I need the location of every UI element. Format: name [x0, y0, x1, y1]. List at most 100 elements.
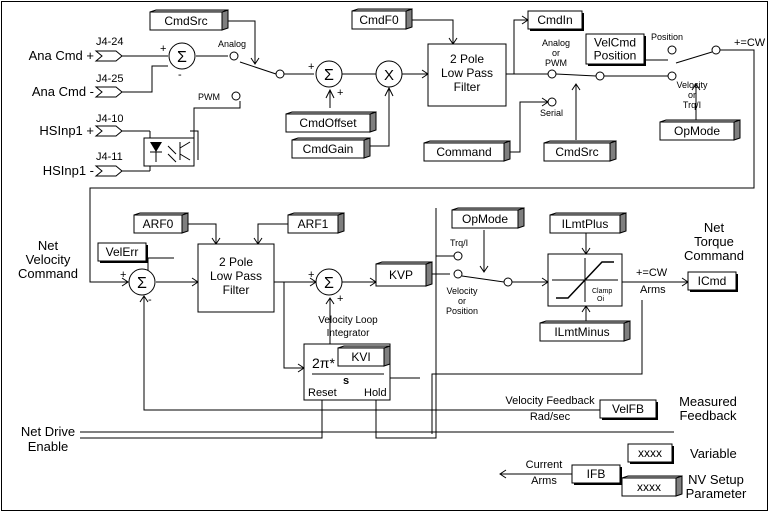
- net-torque-command-3: Command: [684, 248, 744, 263]
- net-velocity-command-2: Velocity: [26, 252, 71, 267]
- optocoupler-icon: [143, 137, 195, 167]
- hold-label: Hold: [364, 387, 387, 399]
- velocity-feedback-1: Velocity Feedback: [505, 395, 595, 407]
- small-labels: Analog PWM Serial Analog or PWM Position…: [198, 32, 766, 316]
- cmdoffset-block-label: CmdOffset: [299, 116, 357, 130]
- icmd-block: ICmd: [687, 271, 738, 292]
- filter-bottom-line2: Low Pass: [210, 269, 262, 283]
- net-velocity-command-3: Command: [18, 266, 78, 281]
- arms-label: Arms: [640, 284, 666, 296]
- sign-plus: +: [308, 269, 314, 281]
- measured-feedback-2: Feedback: [679, 408, 737, 423]
- clamp-block: Clamp Oi: [547, 253, 623, 307]
- filter-top-line2: Low Pass: [441, 66, 493, 80]
- sum-proportional-integral: [315, 268, 343, 296]
- velocity-or-trqi-2: or: [688, 90, 696, 100]
- sign-labels: + - + + + - + +: [120, 43, 343, 306]
- input-connectors: [94, 50, 123, 177]
- integrator-title-2: Integrator: [327, 328, 370, 339]
- filter-bottom: 2 Pole Low Pass Filter: [197, 243, 275, 313]
- velerr-block: VelErr: [97, 242, 148, 263]
- cmdf0-block-label: CmdF0: [359, 13, 399, 27]
- arf0-block: ARF0: [133, 212, 189, 234]
- plus-cw-torque-label: +=CW: [636, 267, 668, 279]
- pin-j4-25: J4-25: [96, 73, 124, 85]
- sum-analog-symbol: Σ: [177, 49, 187, 66]
- kvi-block: KVI: [337, 345, 391, 367]
- legend-variable-sample-label: xxxx: [638, 446, 662, 460]
- sign-minus: -: [178, 69, 182, 81]
- velocity-or-trqi-3: Trq/I: [683, 100, 701, 110]
- switch-contacts: [229, 45, 721, 287]
- clamp-sub-label: Oi: [597, 296, 604, 303]
- cmdgain-block-label: CmdGain: [303, 142, 354, 156]
- kvp-block: KVP: [375, 261, 433, 287]
- cmdsrc-bottom-block-label: CmdSrc: [555, 145, 598, 159]
- legend-variable-sample: xxxx: [627, 443, 674, 464]
- opmode-bottom-block-label: OpMode: [462, 212, 508, 226]
- velocity-or-position-2: or: [458, 296, 466, 306]
- velocity-or-position-1: Velocity: [446, 286, 478, 296]
- command-block: Command: [423, 140, 511, 162]
- ana-cmd-plus-label: Ana Cmd +: [29, 48, 94, 63]
- multiplier-junction: [375, 60, 403, 88]
- pwm-label: PWM: [198, 92, 220, 102]
- sign-minus: -: [148, 294, 152, 306]
- sign-plus: +: [120, 269, 126, 281]
- sum-offset-symbol: Σ: [324, 67, 334, 84]
- velfb-block: VelFB: [599, 399, 658, 420]
- plus-cw-label: +=CW: [734, 37, 766, 49]
- opmode-top-block-label: OpMode: [674, 124, 720, 138]
- net-drive-enable-line2: Enable: [28, 439, 68, 454]
- clamp-label: Clamp: [592, 288, 612, 295]
- serial-label: Serial: [540, 108, 563, 118]
- opmode-top-block: OpMode: [659, 119, 741, 141]
- trqi-label: Trq/I: [450, 238, 468, 248]
- legend-nv-sample-label: xxxx: [637, 480, 661, 494]
- cmdsrc-top-block: CmdSrc: [149, 9, 229, 31]
- opmode-bottom-block: OpMode: [451, 207, 525, 229]
- command-block-label: Command: [436, 145, 491, 159]
- ilmtminus-block: ILmtMinus: [539, 320, 631, 342]
- velcmd-position-block-label-1: VelCmd: [594, 36, 636, 50]
- filter-top: 2 Pole Low Pass Filter: [427, 43, 507, 107]
- measured-feedback-1: Measured: [679, 394, 737, 409]
- sum-pi-symbol: Σ: [324, 275, 334, 292]
- filter-bottom-line3: Filter: [223, 283, 250, 297]
- arf1-block: ARF1: [287, 212, 345, 234]
- kvi-block-label: KVI: [351, 350, 370, 364]
- current-arms-2: Arms: [531, 475, 557, 487]
- icmd-block-label: ICmd: [698, 274, 727, 288]
- analog-label: Analog: [218, 39, 246, 49]
- arf0-block-label: ARF0: [143, 217, 174, 231]
- s-label: s: [343, 375, 349, 387]
- sign-plus: +: [337, 293, 343, 305]
- legend-variable-label: Variable: [690, 446, 737, 461]
- ana-cmd-minus-label: Ana Cmd -: [32, 84, 94, 99]
- analog-or-pwm-3: PWM: [545, 58, 567, 68]
- filter-top-line1: 2 Pole: [450, 52, 484, 66]
- cmdoffset-block: CmdOffset: [285, 111, 377, 133]
- position-label: Position: [651, 32, 683, 42]
- legend-nv-label-1: NV Setup: [688, 472, 744, 487]
- net-velocity-command-1: Net: [38, 238, 59, 253]
- net-torque-command-1: Net: [704, 220, 725, 235]
- kvp-block-label: KVP: [389, 268, 413, 282]
- two-pi-label: 2π*: [312, 355, 335, 371]
- cmdin-block: CmdIn: [527, 10, 584, 31]
- sum-analog-input: [168, 42, 196, 70]
- cmdin-block-label: CmdIn: [537, 13, 572, 27]
- ilmtplus-block-label: ILmtPlus: [562, 217, 609, 231]
- section-labels: Net Velocity Command Net Torque Command …: [18, 220, 744, 423]
- legend-nv-sample: xxxx: [621, 475, 683, 497]
- net-drive-enable-line1: Net Drive: [21, 424, 75, 439]
- analog-or-pwm-1: Analog: [542, 38, 570, 48]
- sum-velocity-symbol: Σ: [137, 275, 147, 292]
- analog-or-pwm-2: or: [552, 48, 560, 58]
- cmdf0-block: CmdF0: [351, 8, 413, 30]
- ifb-block: IFB: [571, 464, 622, 485]
